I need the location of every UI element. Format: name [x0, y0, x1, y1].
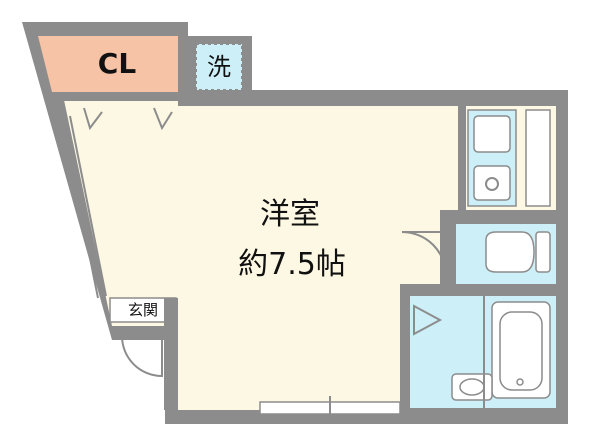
window-left-inner	[61, 117, 99, 299]
sink-icon	[473, 165, 511, 201]
washer-wall-right	[242, 36, 252, 90]
toilet-tank-icon	[535, 231, 551, 273]
closet-washer-wall	[178, 36, 190, 106]
entrance-door-swing	[121, 335, 163, 378]
toilet-door-swing	[401, 231, 447, 277]
toilet-wall-left	[446, 212, 456, 292]
main-room-floor	[64, 100, 460, 410]
window-left-outer	[69, 115, 107, 297]
washbasin-icon	[451, 373, 493, 401]
fridge-space	[525, 109, 551, 207]
bathtub-drain-icon	[516, 378, 524, 386]
stove-icon	[473, 115, 511, 153]
entrance-wall	[164, 298, 178, 410]
room-size: 約7.5帖	[238, 247, 346, 282]
bath-door-swing	[413, 304, 443, 336]
closet-area	[38, 36, 178, 92]
toilet-wall-bottom	[400, 284, 568, 296]
room-name: 洋室	[260, 197, 320, 232]
sink-drain-icon	[485, 177, 499, 191]
closet-door-left	[83, 107, 103, 131]
washer-label: 洗	[207, 53, 231, 81]
closet-door-right	[153, 107, 173, 131]
toilet-wall-top	[446, 212, 568, 224]
toilet-bowl-icon	[485, 231, 535, 273]
bathtub-inner-icon	[499, 311, 543, 391]
washer-space	[196, 44, 242, 90]
closet-label: CL	[98, 47, 137, 80]
bath-wall-left	[400, 296, 410, 410]
entrance-label: 玄関	[128, 301, 158, 319]
kitchen-wall-left	[458, 106, 466, 210]
